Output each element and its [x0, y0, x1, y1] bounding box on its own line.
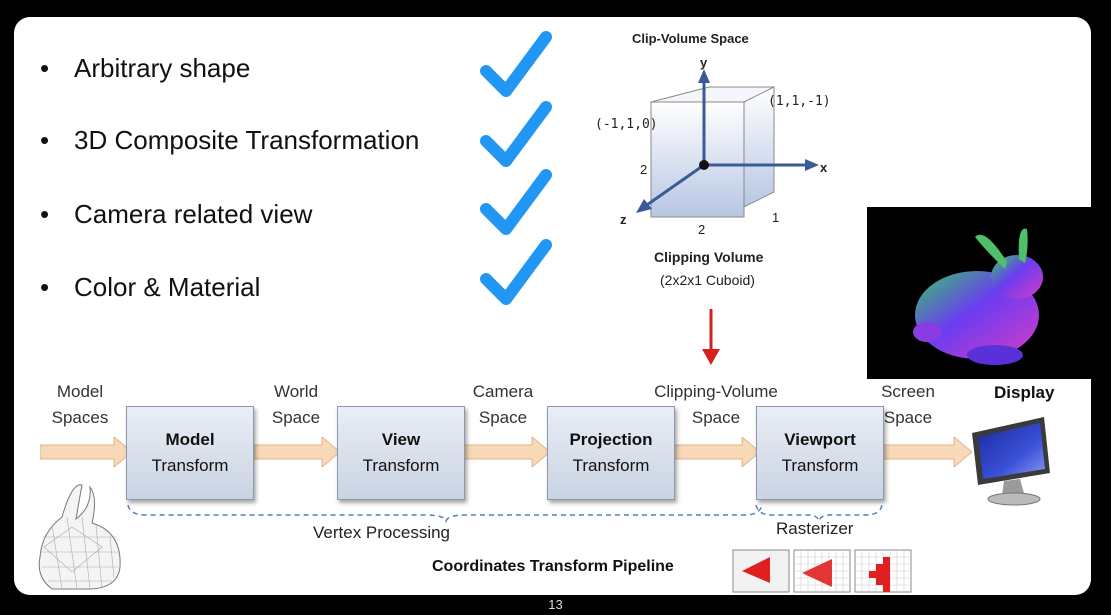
- label-line: Space: [478, 408, 528, 427]
- label-camera-space: Camera Space: [443, 379, 563, 431]
- pipeline-arrow: [464, 437, 550, 467]
- clip-volume-cuboid: [636, 69, 819, 218]
- bullet-dot: •: [40, 272, 50, 302]
- checkmark-icon: [480, 169, 552, 235]
- monitor-icon: [972, 417, 1050, 506]
- stage-subtitle: Transform: [781, 456, 859, 475]
- stage-projection-transform: Projection Transform: [547, 406, 675, 500]
- dim-depth-label: 1: [772, 210, 780, 225]
- vertex-processing-brace: [127, 504, 763, 523]
- bullet-item: • 3D Composite Transformation: [40, 125, 419, 156]
- bullet-dot: •: [40, 53, 50, 83]
- pipeline-arrow: [40, 437, 132, 467]
- clipping-volume-subcaption: (2x2x1 Cuboid): [660, 272, 755, 288]
- label-line: Space: [271, 408, 321, 427]
- stage-viewport-transform: Viewport Transform: [756, 406, 884, 500]
- bullet-item: • Arbitrary shape: [40, 53, 250, 84]
- stage-model-transform: Model Transform: [126, 406, 254, 500]
- stage-title: Viewport: [784, 430, 856, 449]
- clip-diagram-title: Clip-Volume Space: [632, 31, 749, 46]
- bullet-dot: •: [40, 199, 50, 229]
- bullet-text: Color & Material: [74, 272, 261, 302]
- triangle-icon: [742, 557, 770, 583]
- axis-y-label: y: [700, 55, 708, 70]
- pipeline-arrow: [882, 437, 972, 467]
- stage-subtitle: Transform: [572, 456, 650, 475]
- label-line: Model: [56, 382, 104, 401]
- checkmark-icon: [480, 31, 552, 97]
- clipping-volume-caption: Clipping Volume: [654, 249, 764, 265]
- label-screen-space: Screen Space: [858, 379, 958, 431]
- label-line: Screen: [881, 382, 935, 401]
- page-number: 13: [548, 597, 563, 612]
- stage-subtitle: Transform: [151, 456, 229, 475]
- down-arrow-icon: [702, 309, 720, 365]
- checkmark-icon: [480, 239, 552, 305]
- label-line: Space: [691, 408, 741, 427]
- pipeline-caption: Coordinates Transform Pipeline: [432, 558, 674, 575]
- stage-title: Projection: [569, 430, 653, 449]
- bunny-render-image: [913, 228, 1043, 365]
- bullet-text: 3D Composite Transformation: [74, 125, 420, 155]
- rasterizer-label: Rasterizer: [776, 519, 854, 538]
- bullet-text: Arbitrary shape: [74, 53, 251, 83]
- bullet-item: • Camera related view: [40, 199, 312, 230]
- bunny-render-panel: [867, 207, 1091, 379]
- dim-width-label: 2: [698, 222, 706, 237]
- bullet-dot: •: [40, 125, 50, 155]
- pixel-triangle-icon: [854, 549, 912, 593]
- grid-triangle-icon: [793, 549, 851, 593]
- checkmark-icon: [480, 101, 552, 167]
- vertex-processing-label: Vertex Processing: [313, 523, 451, 542]
- label-line: Spaces: [51, 408, 109, 427]
- label-line: Clipping-Volume: [654, 382, 778, 401]
- slide: • Arbitrary shape • 3D Composite Transform…: [14, 17, 1091, 595]
- corner-right-label: (1,1,-1): [768, 94, 831, 109]
- label-line: World: [273, 382, 319, 401]
- display-label: Display: [994, 383, 1055, 402]
- axis-x-label: x: [820, 160, 828, 175]
- label-line: Camera: [472, 382, 534, 401]
- axis-z-label: z: [620, 212, 627, 227]
- bunny-wireframe-image: [38, 484, 121, 590]
- stage-title: Model: [165, 430, 215, 449]
- bullet-item: • Color & Material: [40, 272, 260, 303]
- pipeline-arrow: [254, 437, 340, 467]
- corner-left-label: (-1,1,0): [595, 117, 658, 132]
- rasterization-thumbnails: [732, 549, 912, 593]
- label-world-space: World Space: [236, 379, 356, 431]
- stage-subtitle: Transform: [362, 456, 440, 475]
- bullet-text: Camera related view: [74, 199, 313, 229]
- dim-height-label: 2: [640, 162, 648, 177]
- stage-view-transform: View Transform: [337, 406, 465, 500]
- label-model-spaces: Model Spaces: [20, 379, 140, 431]
- pipeline-arrow: [674, 437, 760, 467]
- label-line: Space: [883, 408, 933, 427]
- stage-title: View: [381, 430, 421, 449]
- label-clipping-volume-space: Clipping-Volume Space: [636, 379, 796, 431]
